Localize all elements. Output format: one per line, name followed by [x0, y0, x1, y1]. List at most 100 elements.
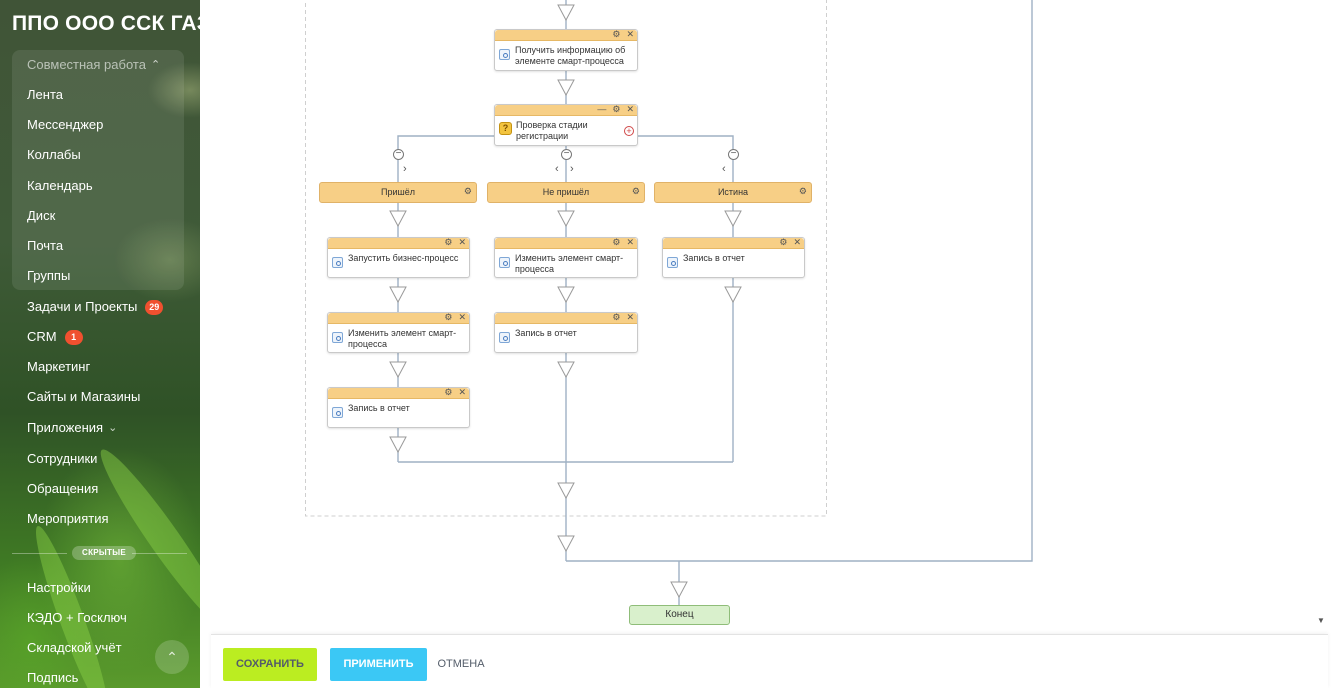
hidden-items-toggle[interactable]: СКРЫТЫЕ: [72, 546, 136, 560]
gear-icon[interactable]: ⚙: [463, 186, 472, 196]
drop-point-icon[interactable]: [557, 482, 575, 500]
sidebar-item-requests[interactable]: Обращения: [27, 481, 99, 496]
activity-edit-element[interactable]: ⚙✕ Изменить элемент смарт-процесса: [494, 237, 638, 278]
flow-connectors: [305, 0, 1033, 605]
activity-title: Запустить бизнес-процесс: [348, 253, 459, 263]
add-branch-icon[interactable]: +: [624, 126, 634, 136]
branch-not-came[interactable]: Не пришёл ⚙: [487, 182, 645, 203]
activity-edit-element[interactable]: ⚙✕ Изменить элемент смарт-процесса: [327, 312, 470, 353]
branch-label: Не пришёл: [542, 187, 590, 197]
activity-report[interactable]: ⚙✕ Запись в отчет: [327, 387, 470, 428]
gear-icon[interactable]: ⚙: [631, 186, 640, 196]
sidebar-item-tasks[interactable]: Задачи и Проекты 29: [27, 297, 164, 317]
drop-point-icon[interactable]: [724, 286, 742, 304]
move-right-icon[interactable]: ›: [403, 163, 407, 175]
sidebar-item-events[interactable]: Мероприятия: [27, 511, 109, 526]
sidebar-item-messenger[interactable]: Мессенджер: [27, 117, 104, 132]
drop-point-icon[interactable]: [557, 535, 575, 553]
activity-icon: [332, 257, 343, 268]
apply-button[interactable]: ПРИМЕНИТЬ: [330, 648, 427, 681]
gear-icon[interactable]: ⚙: [798, 186, 807, 196]
drop-point-icon[interactable]: [557, 286, 575, 304]
close-icon[interactable]: ✕: [458, 312, 466, 322]
drop-point-icon[interactable]: [389, 286, 407, 304]
portal-header: ППО ООО ССК ГАЗ: [0, 6, 200, 42]
scroll-up-button[interactable]: ⌃: [155, 640, 189, 674]
sidebar-item-signature[interactable]: Подпись: [27, 670, 79, 685]
portal-title[interactable]: ППО ООО ССК ГАЗ: [12, 12, 200, 35]
sidebar-item-crm[interactable]: CRM 1: [27, 327, 83, 347]
activity-header: — ⚙ ✕: [495, 104, 637, 116]
drop-point-icon[interactable]: [724, 210, 742, 228]
sidebar-item-calendar[interactable]: Календарь: [27, 178, 93, 193]
activity-start-bp[interactable]: ⚙✕ Запустить бизнес-процесс: [327, 237, 470, 278]
collapse-branch-icon[interactable]: −: [728, 149, 739, 160]
gear-icon[interactable]: ⚙: [612, 237, 621, 247]
scroll-down-icon[interactable]: ▼: [1317, 616, 1325, 625]
activity-header: ⚙✕: [328, 237, 469, 249]
move-right-icon[interactable]: ›: [570, 163, 574, 175]
collab-group: [12, 50, 184, 290]
sidebar-item-groups[interactable]: Группы: [27, 268, 71, 283]
activity-header: ⚙✕: [328, 312, 469, 324]
activity-title: Запись в отчет: [683, 253, 745, 263]
activity-icon: [499, 332, 510, 343]
action-bar: СОХРАНИТЬ ПРИМЕНИТЬ ОТМЕНА: [211, 634, 1328, 688]
drop-point-icon[interactable]: [557, 4, 575, 22]
activity-report[interactable]: ⚙✕ Запись в отчет: [662, 237, 805, 278]
sidebar-item-warehouse[interactable]: Складской учёт: [27, 640, 122, 655]
close-icon[interactable]: ✕: [626, 312, 634, 322]
activity-header: ⚙✕: [328, 387, 469, 399]
sidebar-item-settings[interactable]: Настройки: [27, 580, 91, 595]
close-icon[interactable]: ✕: [458, 237, 466, 247]
drop-point-icon[interactable]: [389, 210, 407, 228]
save-button[interactable]: СОХРАНИТЬ: [223, 648, 317, 681]
sidebar-item-apps[interactable]: Приложения ⌄: [27, 418, 117, 438]
gear-icon[interactable]: ⚙: [444, 387, 453, 397]
close-icon[interactable]: ✕: [458, 387, 466, 397]
collapse-branch-icon[interactable]: −: [561, 149, 572, 160]
close-icon[interactable]: ✕: [793, 237, 801, 247]
condition-icon: ?: [499, 122, 512, 135]
sidebar-item-employees[interactable]: Сотрудники: [27, 451, 98, 466]
gear-icon[interactable]: ⚙: [779, 237, 788, 247]
activity-check-stage[interactable]: —⚙✕ ?Проверка стадии регистрации +: [494, 104, 638, 146]
activity-header: ⚙✕: [495, 29, 637, 41]
branch-came[interactable]: Пришёл⚙: [319, 182, 477, 203]
drop-point-icon[interactable]: [557, 361, 575, 379]
drop-point-icon[interactable]: [389, 361, 407, 379]
cancel-button[interactable]: ОТМЕНА: [437, 658, 485, 670]
close-icon[interactable]: ✕: [626, 104, 634, 114]
sidebar-item-kedo[interactable]: КЭДО + Госключ: [27, 610, 127, 625]
collapse-branch-icon[interactable]: −: [393, 149, 404, 160]
activity-header: ⚙✕: [663, 237, 804, 249]
activity-icon: [332, 407, 343, 418]
branch-true[interactable]: Истина ⚙: [654, 182, 812, 203]
move-left-icon[interactable]: ‹: [555, 163, 559, 175]
gear-icon[interactable]: ⚙: [612, 29, 621, 39]
activity-report[interactable]: ⚙✕ Запись в отчет: [494, 312, 638, 353]
sidebar-item-sites[interactable]: Сайты и Магазины: [27, 389, 141, 404]
drop-point-icon[interactable]: [557, 210, 575, 228]
gear-icon[interactable]: ⚙: [444, 312, 453, 322]
drop-point-icon[interactable]: [557, 79, 575, 97]
sidebar-item-label: Задачи и Проекты: [27, 299, 138, 314]
sidebar-item-feed[interactable]: Лента: [27, 87, 63, 102]
move-left-icon[interactable]: ‹: [722, 163, 726, 175]
close-icon[interactable]: ✕: [626, 29, 634, 39]
branch-label: Истина: [717, 187, 749, 197]
gear-icon[interactable]: ⚙: [612, 104, 621, 114]
sidebar-item-marketing[interactable]: Маркетинг: [27, 359, 91, 374]
gear-icon[interactable]: ⚙: [444, 237, 453, 247]
collapse-icon[interactable]: —: [597, 104, 607, 114]
activity-get-info[interactable]: ⚙✕ Получить информацию об элементе смарт…: [494, 29, 638, 71]
gear-icon[interactable]: ⚙: [612, 312, 621, 322]
sidebar-item-disk[interactable]: Диск: [27, 208, 56, 223]
collab-group-toggle[interactable]: Совместная работа ⌃: [27, 55, 160, 75]
drop-point-icon[interactable]: [389, 436, 407, 454]
close-icon[interactable]: ✕: [626, 237, 634, 247]
sidebar-item-collabs[interactable]: Коллабы: [27, 147, 81, 162]
chevron-down-icon: ⌄: [108, 422, 118, 434]
sidebar-item-mail[interactable]: Почта: [27, 238, 64, 253]
drop-point-icon[interactable]: [670, 581, 688, 599]
